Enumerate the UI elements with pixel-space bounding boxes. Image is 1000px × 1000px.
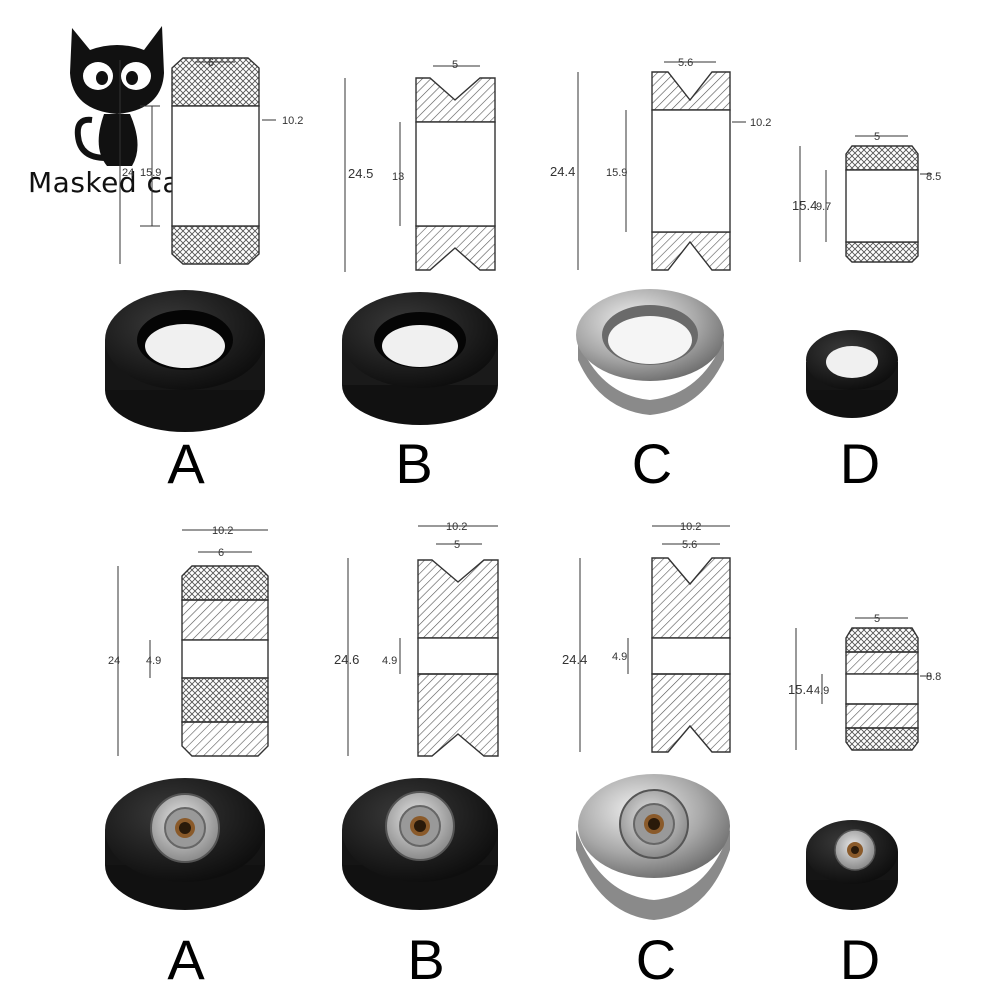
dim-bottom-d-outer: 15.4: [788, 682, 813, 697]
label-bottom-b: B: [407, 928, 445, 991]
drawing-bottom-d: 5 8.8 15.4 4.9: [788, 613, 941, 751]
dim-bottom-b-outer: 24.6: [334, 652, 359, 667]
wheel-top-c: [576, 289, 724, 415]
dim-top-c-width: 5.6: [678, 57, 693, 69]
wheel-bottom-a: [105, 778, 265, 910]
dim-bottom-c-width: 5.6: [682, 539, 697, 551]
label-bottom-d: D: [839, 928, 881, 991]
dim-bottom-c-outer: 24.4: [562, 652, 587, 667]
label-top-c: C: [631, 432, 673, 495]
label-top-d: D: [839, 432, 881, 495]
dim-top-c-dia: 10.2: [750, 117, 771, 129]
dim-top-a-width: 6: [208, 57, 214, 69]
label-top-a: A: [167, 432, 205, 495]
drawing-bottom-a: 10.2 6 24 4.9: [108, 525, 269, 757]
dim-top-a-inner: 15.9: [140, 167, 161, 179]
label-bottom-c: C: [635, 928, 677, 991]
dim-bottom-b-total: 10.2: [446, 521, 467, 533]
drawing-top-a: 6 10.2 24 15.9: [119, 57, 303, 265]
dim-top-b-outer: 24.5: [348, 166, 373, 181]
drawing-top-c: 5.6 10.2 24.4 15.9: [550, 57, 771, 271]
dim-top-d-inner: 9.7: [816, 201, 831, 213]
dim-bottom-a-width: 6: [218, 547, 224, 559]
wheel-top-a: [105, 290, 265, 432]
wheel-bottom-c: [576, 774, 730, 920]
wheel-bottom-b: [342, 778, 498, 910]
dim-bottom-d-width: 5: [874, 613, 880, 625]
dim-top-c-outer: 24.4: [550, 164, 575, 179]
dim-top-a-dia: 10.2: [282, 115, 303, 127]
drawing-bottom-b: 10.2 5 24.6 4.9: [334, 521, 499, 757]
dim-top-d-outer: 15.4: [792, 198, 817, 213]
dim-top-b-width: 5: [452, 59, 458, 71]
drawing-top-b: 5 24.5 13: [344, 59, 496, 272]
dim-bottom-b-width: 5: [454, 539, 460, 551]
drawing-top-d: 5 8.5 15.4 9.7: [792, 131, 941, 263]
drawing-bottom-c: 10.2 5.6 24.4 4.9: [562, 521, 731, 753]
dim-top-d-dia: 8.5: [926, 171, 941, 183]
dim-bottom-a-bore: 4.9: [146, 655, 161, 667]
dim-bottom-d-dia: 8.8: [926, 671, 941, 683]
dim-bottom-b-bore: 4.9: [382, 655, 397, 667]
wheel-bottom-d: [806, 820, 898, 910]
dim-bottom-d-bore: 4.9: [814, 685, 829, 697]
masked-cat-logo-icon: [70, 26, 164, 166]
dim-top-a-outer: 24: [122, 167, 134, 179]
dim-bottom-c-total: 10.2: [680, 521, 701, 533]
dim-top-c-inner: 15.9: [606, 167, 627, 179]
dim-bottom-a-total: 10.2: [212, 525, 233, 537]
brand-name: Masked cat: [28, 166, 192, 199]
wheel-top-b: [342, 292, 498, 425]
wheel-top-d: [806, 330, 898, 418]
dim-bottom-c-bore: 4.9: [612, 651, 627, 663]
dim-top-d-width: 5: [874, 131, 880, 143]
dim-bottom-a-outer: 24: [108, 655, 120, 667]
label-top-b: B: [395, 432, 433, 495]
label-bottom-a: A: [167, 928, 205, 991]
dim-top-b-inner: 13: [392, 171, 404, 183]
